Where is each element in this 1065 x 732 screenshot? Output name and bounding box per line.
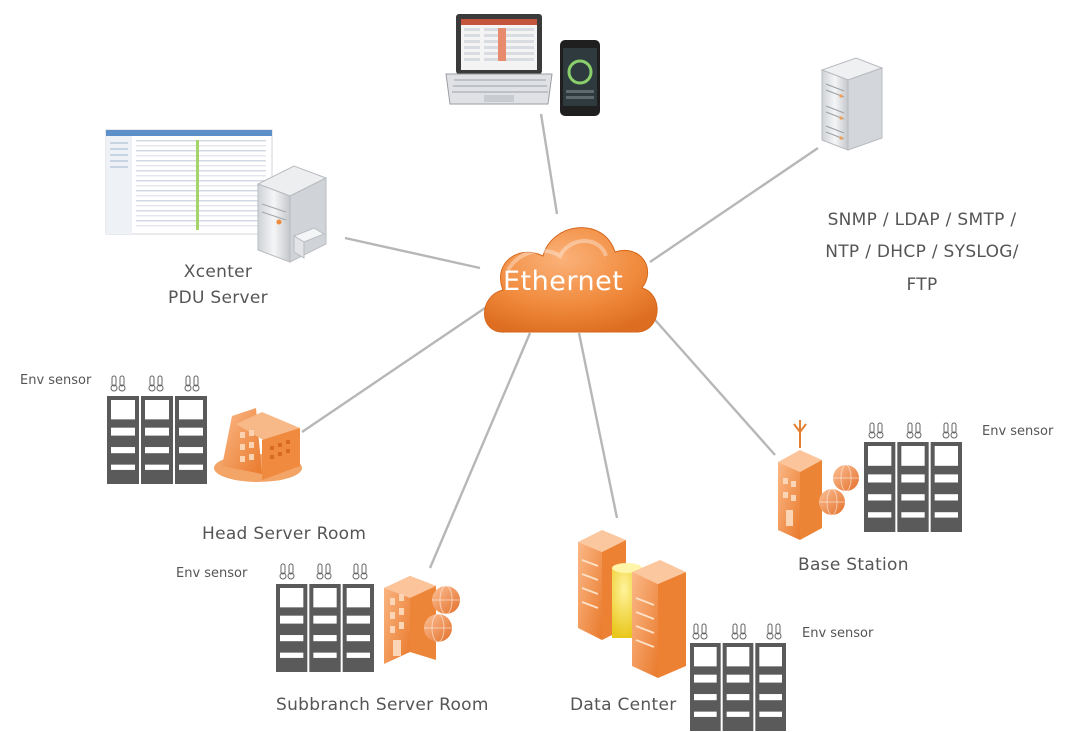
- thermometer-icon: [942, 422, 958, 439]
- thermometer-icon: [352, 563, 368, 580]
- env-sensor-label-base-station: Env sensor: [982, 424, 1054, 439]
- thermometer-icon: [906, 422, 922, 439]
- link-data-center: [577, 332, 619, 519]
- rack-group-head: [107, 396, 207, 484]
- smartphone-icon: [560, 40, 600, 116]
- link-base-station: [647, 311, 776, 456]
- xcenter-screenshot-icon: [105, 129, 273, 235]
- base-station-label: Base Station: [798, 555, 909, 575]
- thermometer-icon: [110, 375, 126, 392]
- protocols-label-line1: SNMP / LDAP / SMTP /: [827, 210, 1017, 230]
- data-center-label: Data Center: [570, 695, 677, 715]
- server-racks: [107, 396, 962, 731]
- data-center-building-icon: [578, 530, 686, 678]
- pdu-server-label-line1: Xcenter: [183, 262, 253, 282]
- thermometer-icon: [148, 375, 164, 392]
- env-sensor-label-head: Env sensor: [20, 373, 92, 388]
- thermometer-icon: [868, 422, 884, 439]
- env-sensor-label-subbranch: Env sensor: [176, 566, 248, 581]
- protocols-label: SNMP / LDAP / SMTP / NTP / DHCP / SYSLOG…: [802, 204, 1042, 301]
- branch-building-icon: [384, 576, 460, 664]
- office-building-icon: [214, 408, 302, 482]
- laptop-icon: [445, 14, 553, 105]
- env-sensor-icons: [110, 375, 958, 640]
- thermometer-icon: [184, 375, 200, 392]
- ethernet-cloud-label: Ethernet: [503, 266, 624, 297]
- env-sensor-label-data-center: Env sensor: [802, 626, 874, 641]
- ethernet-cloud-icon: [484, 227, 658, 333]
- pdu-server-label: Xcenter PDU Server: [158, 259, 278, 312]
- head-server-room-label: Head Server Room: [202, 524, 367, 544]
- rack-group-base-station: [864, 442, 962, 532]
- subbranch-server-room-label: Subbranch Server Room: [276, 695, 489, 715]
- protocols-label-line3: FTP: [906, 274, 938, 295]
- thermometer-icon: [316, 563, 332, 580]
- protocols-label-line2: NTP / DHCP / SYSLOG/: [825, 242, 1019, 263]
- tower-server-icon: [256, 165, 328, 263]
- link-subbranch-room: [428, 332, 532, 569]
- link-protocols: [649, 147, 819, 263]
- rack-group-data-center: [690, 643, 786, 731]
- pdu-server-label-line2: PDU Server: [168, 288, 268, 309]
- link-pdu-server: [344, 236, 481, 270]
- server-stack-icon: [820, 57, 884, 151]
- link-laptop: [539, 113, 559, 215]
- rack-group-subbranch: [276, 584, 374, 672]
- thermometer-icon: [766, 623, 782, 640]
- connection-lines: [301, 113, 819, 569]
- thermometer-icon: [279, 563, 295, 580]
- base-station-building-icon: [778, 420, 859, 540]
- thermometer-icon: [731, 623, 747, 640]
- thermometer-icon: [692, 623, 708, 640]
- link-head-room: [301, 305, 489, 433]
